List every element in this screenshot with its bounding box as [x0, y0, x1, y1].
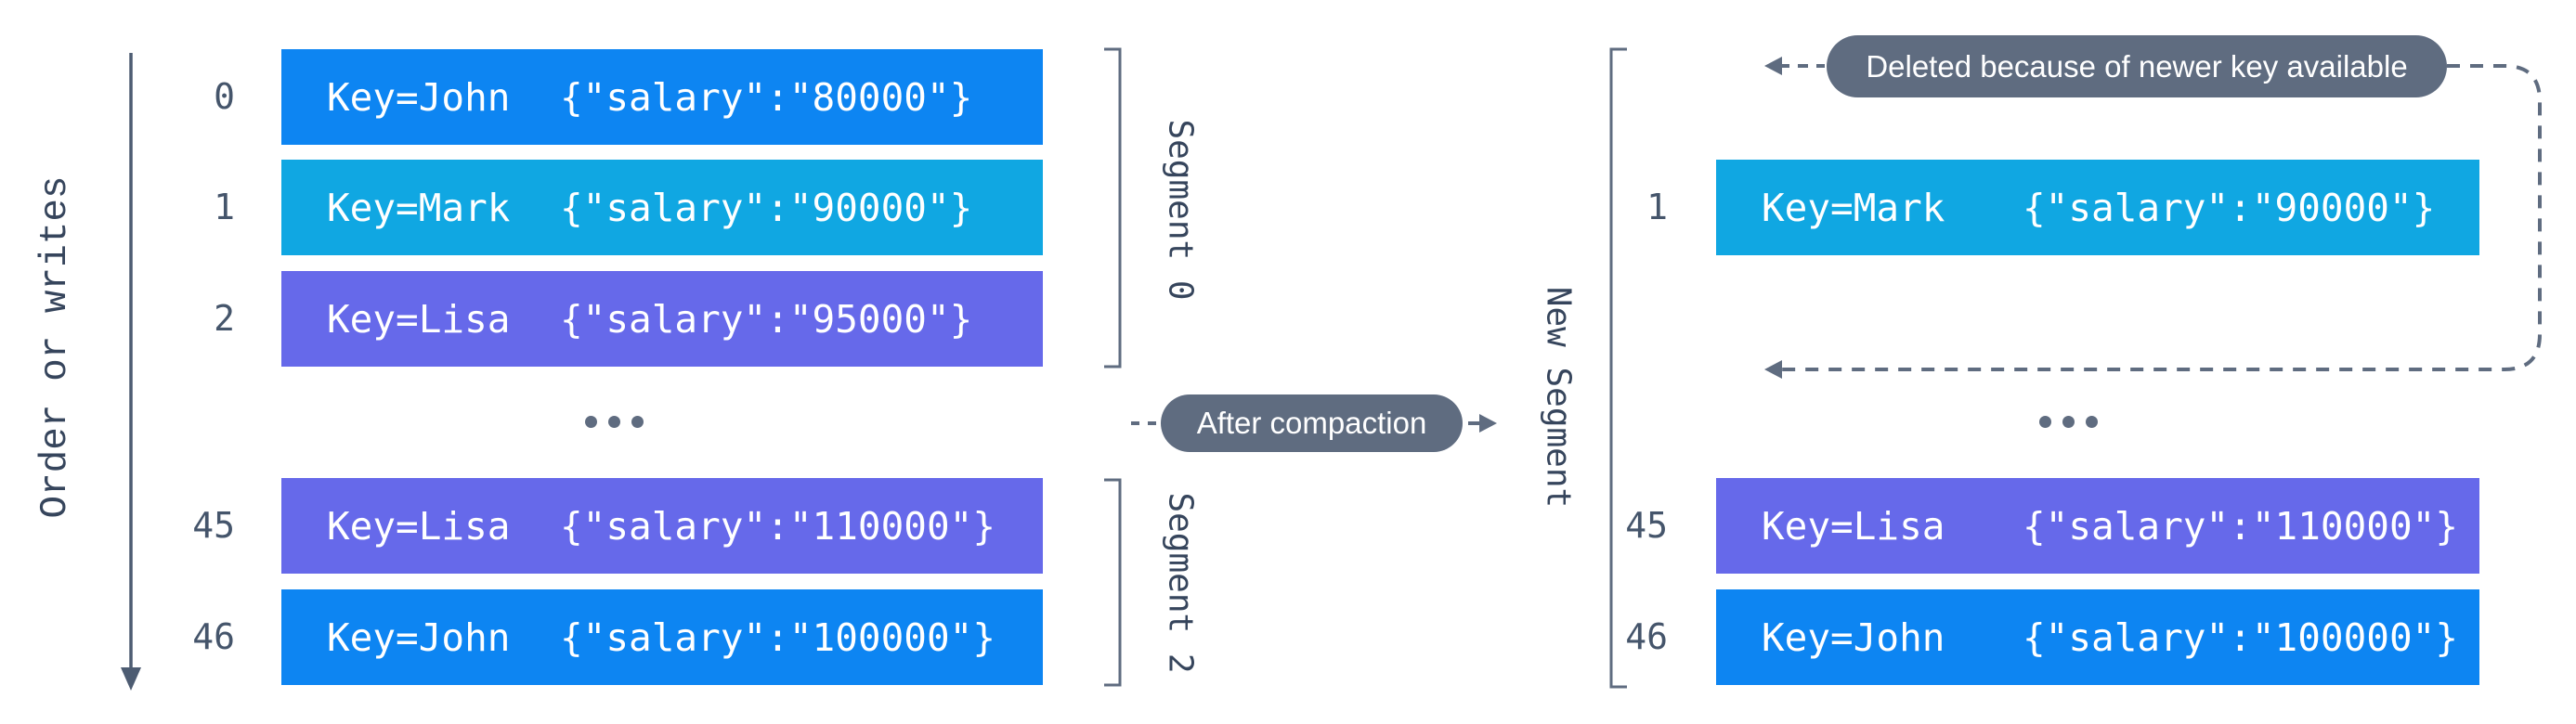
- record-index: 1: [1646, 187, 1668, 227]
- record-key: Key=John: [1762, 614, 1945, 660]
- record-row: Key=Lisa {"salary":"95000"}: [281, 271, 1043, 367]
- segment0-bracket: [1104, 47, 1122, 368]
- record-value: {"salary":"90000"}: [2023, 185, 2436, 230]
- right-arrow-icon: [1479, 414, 1497, 433]
- record-row: Key=John {"salary":"100000"}: [281, 589, 1043, 685]
- ellipsis-dot: [2039, 416, 2051, 428]
- record-key: Key=Lisa: [1762, 503, 1945, 549]
- ellipsis-dot: [608, 416, 620, 428]
- record-value: {"salary":"95000"}: [560, 296, 973, 342]
- record-index: 45: [192, 505, 235, 546]
- record-index: 46: [1625, 616, 1668, 657]
- left-arrow-icon-top: [1764, 57, 1782, 75]
- record-value: {"salary":"110000"}: [560, 503, 995, 549]
- record-row: Key=John {"salary":"80000"}: [281, 49, 1043, 145]
- record-key: Key=John: [327, 74, 511, 120]
- record-row: Key=Lisa {"salary":"110000"}: [281, 478, 1043, 574]
- record-row: Key=Mark {"salary":"90000"}: [1716, 160, 2479, 255]
- new-segment-label: New Segment: [1539, 286, 1578, 509]
- record-value: {"salary":"110000"}: [2023, 503, 2458, 549]
- down-arrow-icon: [121, 667, 141, 691]
- segment2-bracket: [1104, 478, 1122, 687]
- ellipsis-dot: [631, 416, 644, 428]
- record-key: Key=Mark: [1762, 185, 1945, 230]
- segment2-label: Segment 2: [1161, 492, 1200, 674]
- ellipsis: [585, 416, 644, 428]
- new-segment-bracket: [1609, 47, 1627, 689]
- deleted-note-return-path: [1779, 64, 2542, 371]
- segment0-label: Segment 0: [1161, 119, 1200, 301]
- ellipsis: [2039, 416, 2098, 428]
- record-row: Key=Lisa {"salary":"110000"}: [1716, 478, 2479, 574]
- record-index: 45: [1625, 505, 1668, 546]
- ellipsis-dot: [2086, 416, 2098, 428]
- record-value: {"salary":"80000"}: [560, 74, 973, 120]
- record-index: 2: [214, 298, 235, 339]
- record-value: {"salary":"90000"}: [560, 185, 973, 230]
- record-index: 1: [214, 187, 235, 227]
- record-key: Key=Lisa: [327, 503, 511, 549]
- record-key: Key=Lisa: [327, 296, 511, 342]
- record-row: Key=Mark {"salary":"90000"}: [281, 160, 1043, 255]
- ellipsis-dot: [2062, 416, 2075, 428]
- record-value: {"salary":"100000"}: [2023, 614, 2458, 660]
- record-key: Key=Mark: [327, 185, 511, 230]
- ellipsis-dot: [585, 416, 597, 428]
- record-value: {"salary":"100000"}: [560, 614, 995, 660]
- left-arrow-icon-bottom: [1764, 360, 1782, 379]
- record-key: Key=John: [327, 614, 511, 660]
- order-of-writes-label: Order or writes: [34, 175, 77, 519]
- record-index: 0: [214, 76, 235, 117]
- record-index: 46: [192, 616, 235, 657]
- after-compaction-badge: After compaction: [1161, 394, 1463, 452]
- deleted-note-badge: Deleted because of newer key available: [1827, 35, 2447, 97]
- record-row: Key=John {"salary":"100000"}: [1716, 589, 2479, 685]
